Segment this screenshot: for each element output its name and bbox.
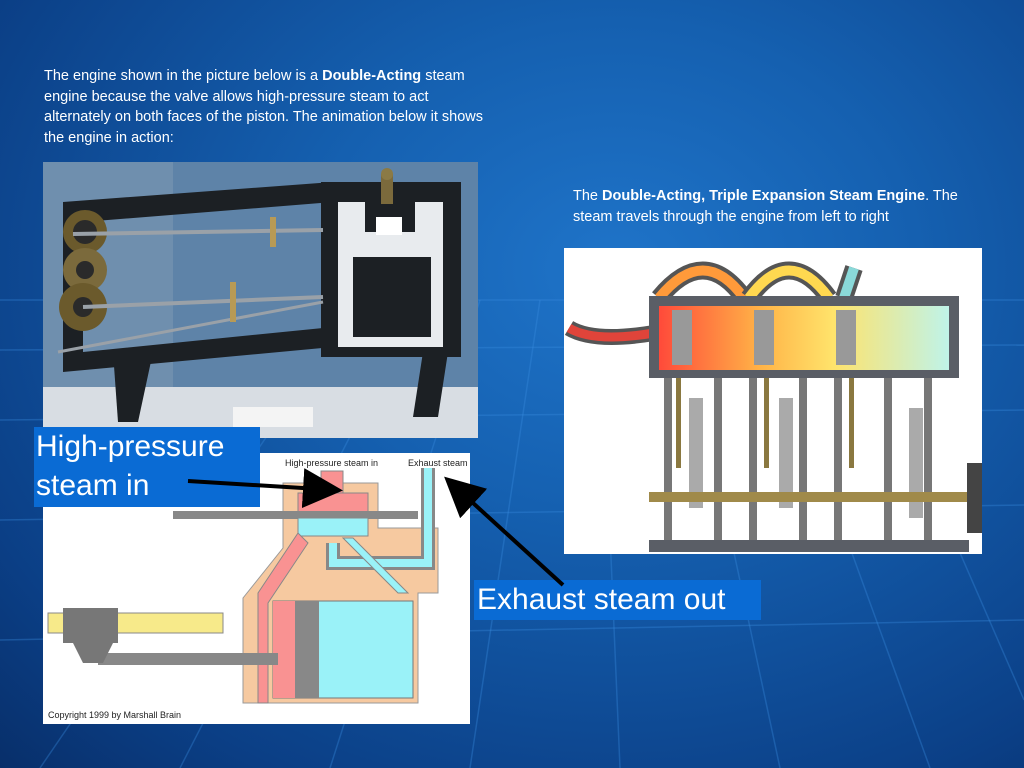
callout-exhaust: Exhaust steam out: [474, 580, 761, 620]
intro-text: The engine shown in the picture below is…: [44, 68, 484, 146]
copyright-text: Copyright 1999 by Marshall Brain: [48, 710, 181, 720]
exhaust-text: Exhaust steam: [408, 458, 468, 468]
triple-expansion-diagram: [564, 248, 982, 554]
steam-in-text: High-pressure steam in: [285, 458, 378, 468]
engine-model-photo: [43, 162, 478, 438]
right-caption: The Double-Acting, Triple Expansion Stea…: [573, 188, 958, 225]
callout-high-pressure: High-pressure steam in: [34, 427, 260, 507]
